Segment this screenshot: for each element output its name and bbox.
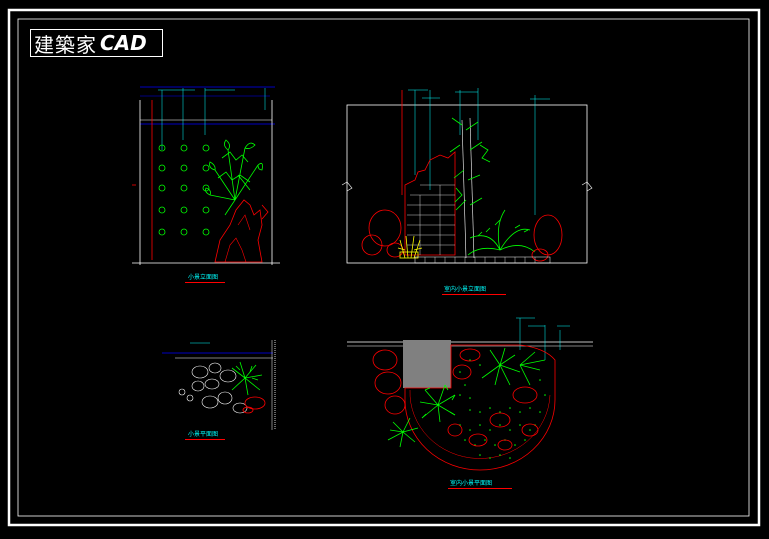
logo-text-cad: CAD <box>100 31 147 55</box>
logo-text-zh: 建築家 <box>34 32 97 57</box>
outer-frame <box>7 8 761 527</box>
elevation-indoor-drawing <box>341 88 593 264</box>
brand-logo: 建築家 CAD <box>30 29 163 57</box>
screen-block <box>403 340 451 388</box>
plan-small-title-underline <box>185 439 225 440</box>
plan-indoor-drawing <box>347 317 593 471</box>
elev-indoor-title-underline <box>442 294 506 295</box>
plan-small-drawing <box>162 340 276 430</box>
plan-indoor-title: 室内小景平面图 <box>450 480 493 487</box>
elev-small-title-underline <box>185 282 225 283</box>
plan-small-title: 小景平面图 <box>188 431 219 438</box>
elevation-small-drawing <box>132 86 280 265</box>
plan-indoor-title-underline <box>448 488 512 489</box>
elev-small-title: 小景立面图 <box>188 274 219 281</box>
elev-indoor-title: 室内小景立面图 <box>444 286 487 293</box>
inner-frame <box>17 18 750 517</box>
